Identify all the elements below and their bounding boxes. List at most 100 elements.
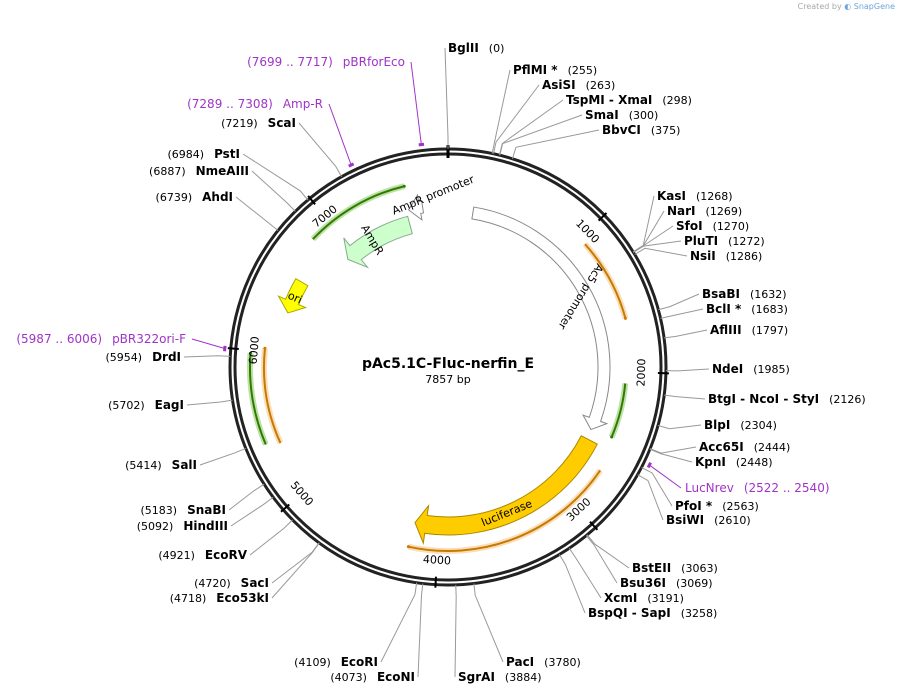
site-position: (5702) (108, 399, 145, 412)
site-kpni[interactable]: KpnI(2448) (649, 448, 773, 469)
site-position: (6739) (156, 191, 193, 204)
site-label: (4921)EcoRV (158, 548, 247, 562)
site-label: (5702) EagI (108, 398, 184, 412)
site-name: EcoNI (377, 670, 415, 684)
primer-pbrforeco[interactable]: (7699 .. 7717)pBRforEco (247, 55, 425, 147)
credit-brand: SnapGene (853, 2, 895, 11)
primer-amp-r[interactable]: (7289 .. 7308)Amp-R (187, 97, 355, 168)
site-bspqi-sapi[interactable]: BspQI - SapI(3258) (558, 554, 717, 620)
site-bsabi[interactable]: BsaBI(1632) (658, 287, 787, 311)
site-label: NarI(1269) (667, 204, 742, 218)
site-position: (1286) (726, 250, 763, 263)
orf-bar (312, 185, 405, 240)
site-tspmi-xmai[interactable]: TspMI - XmaI(298) (498, 93, 692, 156)
site-position: (2126) (829, 393, 866, 406)
site-name: NarI (667, 204, 696, 218)
site-position: (4718) (170, 592, 207, 605)
site-psti[interactable]: (6984)PstI (167, 147, 309, 201)
site-name: SalI (172, 458, 197, 472)
site-position: (6984) (167, 148, 204, 161)
tick-mark (280, 503, 290, 513)
site-leader (493, 84, 540, 154)
site-position: (1683) (751, 303, 788, 316)
site-leader (298, 122, 342, 178)
site-hindiii[interactable]: (5092)HindIII (137, 496, 274, 533)
site-pluti[interactable]: PluTI(1272) (633, 234, 765, 253)
site-nmeaiii[interactable]: (6887)NmeAIII (149, 164, 296, 212)
site-name: NdeI (712, 362, 743, 376)
site-name: XcmI (604, 591, 637, 605)
site-label: PflMI *(255) (513, 63, 597, 77)
primer-layer: (7699 .. 7717)pBRforEco(7289 .. 7308)Amp… (16, 55, 829, 495)
site-label: KasI(1268) (657, 189, 733, 203)
site-name: BglII (448, 41, 479, 55)
site-econi[interactable]: (4073)EcoNI (330, 583, 424, 684)
site-position: (1272) (728, 235, 765, 248)
site-scai[interactable]: (7219)ScaI (221, 116, 342, 178)
site-afliii[interactable]: AflIII(1797) (663, 323, 788, 339)
orf-bar (249, 353, 267, 445)
feature-ac5-promoter (471, 206, 611, 431)
site-snabi[interactable]: (5183)SnaBI (141, 483, 265, 517)
site-label: BbvCI(375) (602, 123, 680, 137)
feature-label-ori: ori (286, 289, 304, 307)
site-asisi[interactable]: AsiSI(263) (493, 78, 616, 154)
site-ahdi[interactable]: (6739)AhdI (156, 190, 279, 231)
site-bcli[interactable]: BclI *(1683) (660, 302, 788, 319)
site-leader (641, 466, 673, 507)
site-btgi-ncoi-styi[interactable]: BtgI - NcoI - StyI(2126) (664, 392, 866, 406)
site-position: (1268) (696, 190, 733, 203)
site-pfoi[interactable]: PfoI *(2563) (641, 466, 759, 513)
site-position: (298) (662, 94, 692, 107)
site-leader (585, 535, 618, 584)
primer-pbr322ori-f[interactable]: (5987 .. 6006)pBR322ori-F (16, 332, 227, 352)
site-paci[interactable]: PacI(3780) (473, 583, 581, 669)
site-kasi[interactable]: KasI(1268) (632, 189, 733, 253)
site-name: SgrAI (458, 670, 495, 684)
snapgene-credit: Created by ◐ SnapGene (798, 2, 895, 11)
site-eagi[interactable]: (5702) EagI (108, 398, 233, 412)
site-label: (5954)DrdI (105, 350, 181, 364)
site-leader (251, 170, 296, 212)
site-ndei[interactable]: NdeI(1985) (665, 362, 790, 376)
site-label: PfoI *(2563) (675, 499, 759, 513)
site-position: (7219) (221, 117, 258, 130)
site-name: BstEII (632, 561, 671, 575)
orf-end (263, 346, 267, 350)
site-ecori[interactable]: (4109)EcoRI (294, 582, 418, 669)
site-label: (5092)HindIII (137, 519, 228, 533)
site-label: XcmI(3191) (604, 591, 684, 605)
site-position: (2444) (754, 441, 791, 454)
site-leader (380, 582, 418, 663)
site-bbvci[interactable]: BbvCI(375) (511, 123, 680, 159)
site-position: (3069) (676, 577, 713, 590)
site-name: BbvCI (602, 123, 641, 137)
site-position: (2304) (740, 419, 777, 432)
site-bsteii[interactable]: BstEII(3063) (586, 534, 718, 575)
site-leader (511, 129, 600, 159)
site-name: HindIII (183, 519, 228, 533)
site-bsu36i[interactable]: Bsu36I(3069) (585, 535, 713, 590)
site-position: (2610) (714, 514, 751, 527)
site-saci[interactable]: (4720)SacI (194, 542, 320, 590)
plasmid-length: 7857 bp (425, 373, 470, 386)
primer-lucnrev[interactable]: LucNrev(2522 .. 2540) (646, 462, 830, 495)
site-position: (5954) (105, 351, 142, 364)
site-sali[interactable]: (5414)SalI (125, 447, 246, 472)
site-bsiwi[interactable]: BsiWI(2610) (637, 474, 751, 527)
site-nsii[interactable]: NsiI(1286) (634, 247, 763, 263)
site-blpi[interactable]: BlpI(2304) (657, 418, 777, 432)
site-bglii[interactable]: BglII(0) (444, 41, 504, 149)
site-sgrai[interactable]: SgrAI(3884) (454, 584, 541, 684)
site-ecorv[interactable]: (4921)EcoRV (158, 519, 293, 562)
site-leader (664, 394, 706, 400)
site-xcmi[interactable]: XcmI(3191) (568, 547, 684, 605)
site-label: TspMI - XmaI(298) (566, 93, 692, 107)
site-smai[interactable]: SmaI(300) (499, 108, 659, 156)
site-leader (660, 308, 704, 319)
site-drdi[interactable]: (5954)DrdI (105, 350, 231, 364)
site-name: EagI (155, 398, 184, 412)
site-pflmi[interactable]: PflMI *(255) (491, 63, 597, 154)
site-acc65i[interactable]: Acc65I(2444) (649, 440, 791, 454)
site-leader (444, 47, 449, 149)
